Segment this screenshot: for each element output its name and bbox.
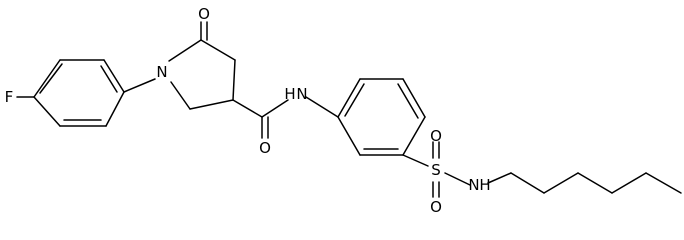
bond-inner: [39, 63, 63, 94]
bond-chain: [645, 172, 682, 194]
sulfonyl-oxygen-top-label: O: [430, 127, 442, 145]
ring-nitrogen-label: N: [156, 63, 167, 81]
bond: [103, 59, 125, 93]
sulfonamide-h-label: H: [479, 176, 490, 194]
bond-aryl-n: [123, 78, 156, 93]
bond: [337, 78, 361, 118]
bond: [200, 39, 236, 61]
bond-inner: [397, 83, 419, 119]
bond: [232, 59, 236, 101]
bond-chain: [510, 172, 545, 194]
ketone-oxygen-label: O: [198, 5, 210, 23]
atom-labels: F N O H N O S O O N H: [5, 5, 491, 216]
bond-chain: [577, 172, 613, 194]
bond-inner: [100, 65, 118, 93]
bond: [168, 39, 202, 62]
bond-chain: [543, 172, 579, 194]
amide-oxygen-label: O: [259, 139, 271, 157]
molecule-drawing: F N O H N O S O O N H: [5, 5, 682, 216]
bond: [402, 116, 426, 156]
sulfur-label: S: [431, 161, 441, 179]
bond: [402, 78, 426, 118]
structure-diagram: F N O H N O S O O N H: [5, 5, 682, 216]
bond-amide-cn: [261, 99, 289, 118]
bond-aryl-s: [402, 154, 429, 167]
bond-s-n: [444, 172, 471, 186]
fluorine-label: F: [5, 88, 14, 106]
bond: [232, 99, 263, 118]
amide-h-label: H: [284, 85, 295, 103]
bond-chain: [487, 172, 512, 184]
bond: [33, 59, 61, 98]
sulfonamide-nitrogen-label: N: [468, 176, 479, 194]
bond: [189, 99, 234, 110]
sulfonyl-oxygen-bottom-label: O: [430, 198, 442, 216]
bond-inner: [344, 83, 365, 117]
bond-n-aryl: [305, 96, 339, 118]
bond-chain: [611, 172, 647, 194]
bond: [105, 91, 125, 127]
bond: [170, 81, 191, 110]
amide-nitrogen-label: N: [296, 85, 307, 103]
bond: [337, 116, 361, 156]
bond-lines: [16, 21, 682, 198]
bond: [33, 96, 61, 127]
